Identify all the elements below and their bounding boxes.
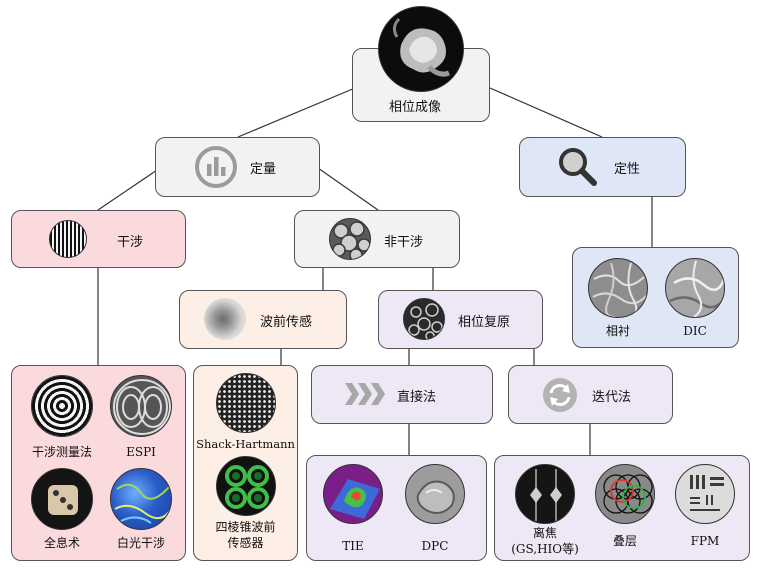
- phase-contrast-image: [588, 258, 648, 318]
- hologram-dice-image: [31, 468, 93, 530]
- wavefront-method-label: Shack-Hartmann: [196, 437, 295, 451]
- defocus-image: [515, 464, 575, 524]
- interf-method-label: 全息术: [43, 536, 80, 550]
- pyramid-sensor-image: [216, 456, 276, 516]
- qual-method-label: 相衬: [605, 324, 630, 338]
- bar-chart-icon: [195, 146, 237, 192]
- root-label: 相位成像: [389, 100, 442, 115]
- qual-label: 定性: [614, 162, 641, 177]
- chevrons-right-icon: [345, 381, 385, 411]
- magnifier-icon: [557, 146, 597, 190]
- ptychography-image: [595, 464, 655, 524]
- speckle-pattern-icon: [403, 298, 445, 340]
- tie-image: [323, 464, 383, 524]
- quant-node: [155, 137, 320, 197]
- wavefront-node: [179, 290, 347, 349]
- iter-method-label: 叠层: [612, 534, 637, 548]
- iter-method-label: 离焦: [532, 526, 557, 540]
- interf-node: [11, 210, 186, 268]
- wavefront-label: 波前传感: [260, 315, 313, 330]
- direct-node: [311, 365, 493, 424]
- interf-method-label: ESPI: [126, 445, 156, 459]
- rings-image: [31, 375, 93, 437]
- noninterf-node: [294, 210, 460, 268]
- line-root-quant: [237, 87, 356, 138]
- shack-hartmann-image: [216, 373, 276, 433]
- white-light-image: [110, 468, 172, 530]
- iter-label: 迭代法: [592, 390, 632, 405]
- dpc-image: [405, 464, 465, 524]
- iter-method-label: (GS,HIO等): [511, 542, 579, 556]
- fringe-pattern-icon: [49, 220, 87, 258]
- direct-method-label: DPC: [421, 539, 449, 553]
- fpm-image: [675, 464, 735, 524]
- interf-label: 干涉: [117, 235, 144, 250]
- cell-microscopy-image: [378, 6, 464, 92]
- speckle-icon: [329, 218, 371, 260]
- wavefront-method-label: 传感器: [227, 536, 264, 550]
- line-quant-interf: [97, 167, 161, 211]
- interf-method-label: 白光干涉: [116, 536, 165, 550]
- iter-method-label: FPM: [690, 534, 720, 548]
- noninterf-label: 非干涉: [384, 235, 424, 250]
- direct-label: 直接法: [397, 390, 437, 405]
- espi-image: [110, 375, 172, 437]
- wavefront-blob-icon: [204, 298, 246, 340]
- refresh-cycle-icon: [541, 376, 579, 418]
- quant-label: 定量: [250, 162, 277, 177]
- line-root-qual: [489, 87, 603, 138]
- qual-node: [519, 137, 686, 197]
- interf-method-label: 干涉测量法: [31, 445, 92, 459]
- iter-node: [508, 365, 673, 424]
- qual-method-label: DIC: [683, 324, 707, 338]
- wavefront-method-label: 四棱锥波前: [215, 520, 276, 534]
- line-quant-noninterf: [317, 167, 379, 211]
- direct-method-label: TIE: [342, 539, 364, 553]
- dic-image: [665, 258, 725, 318]
- phaseret-label: 相位复原: [458, 315, 511, 330]
